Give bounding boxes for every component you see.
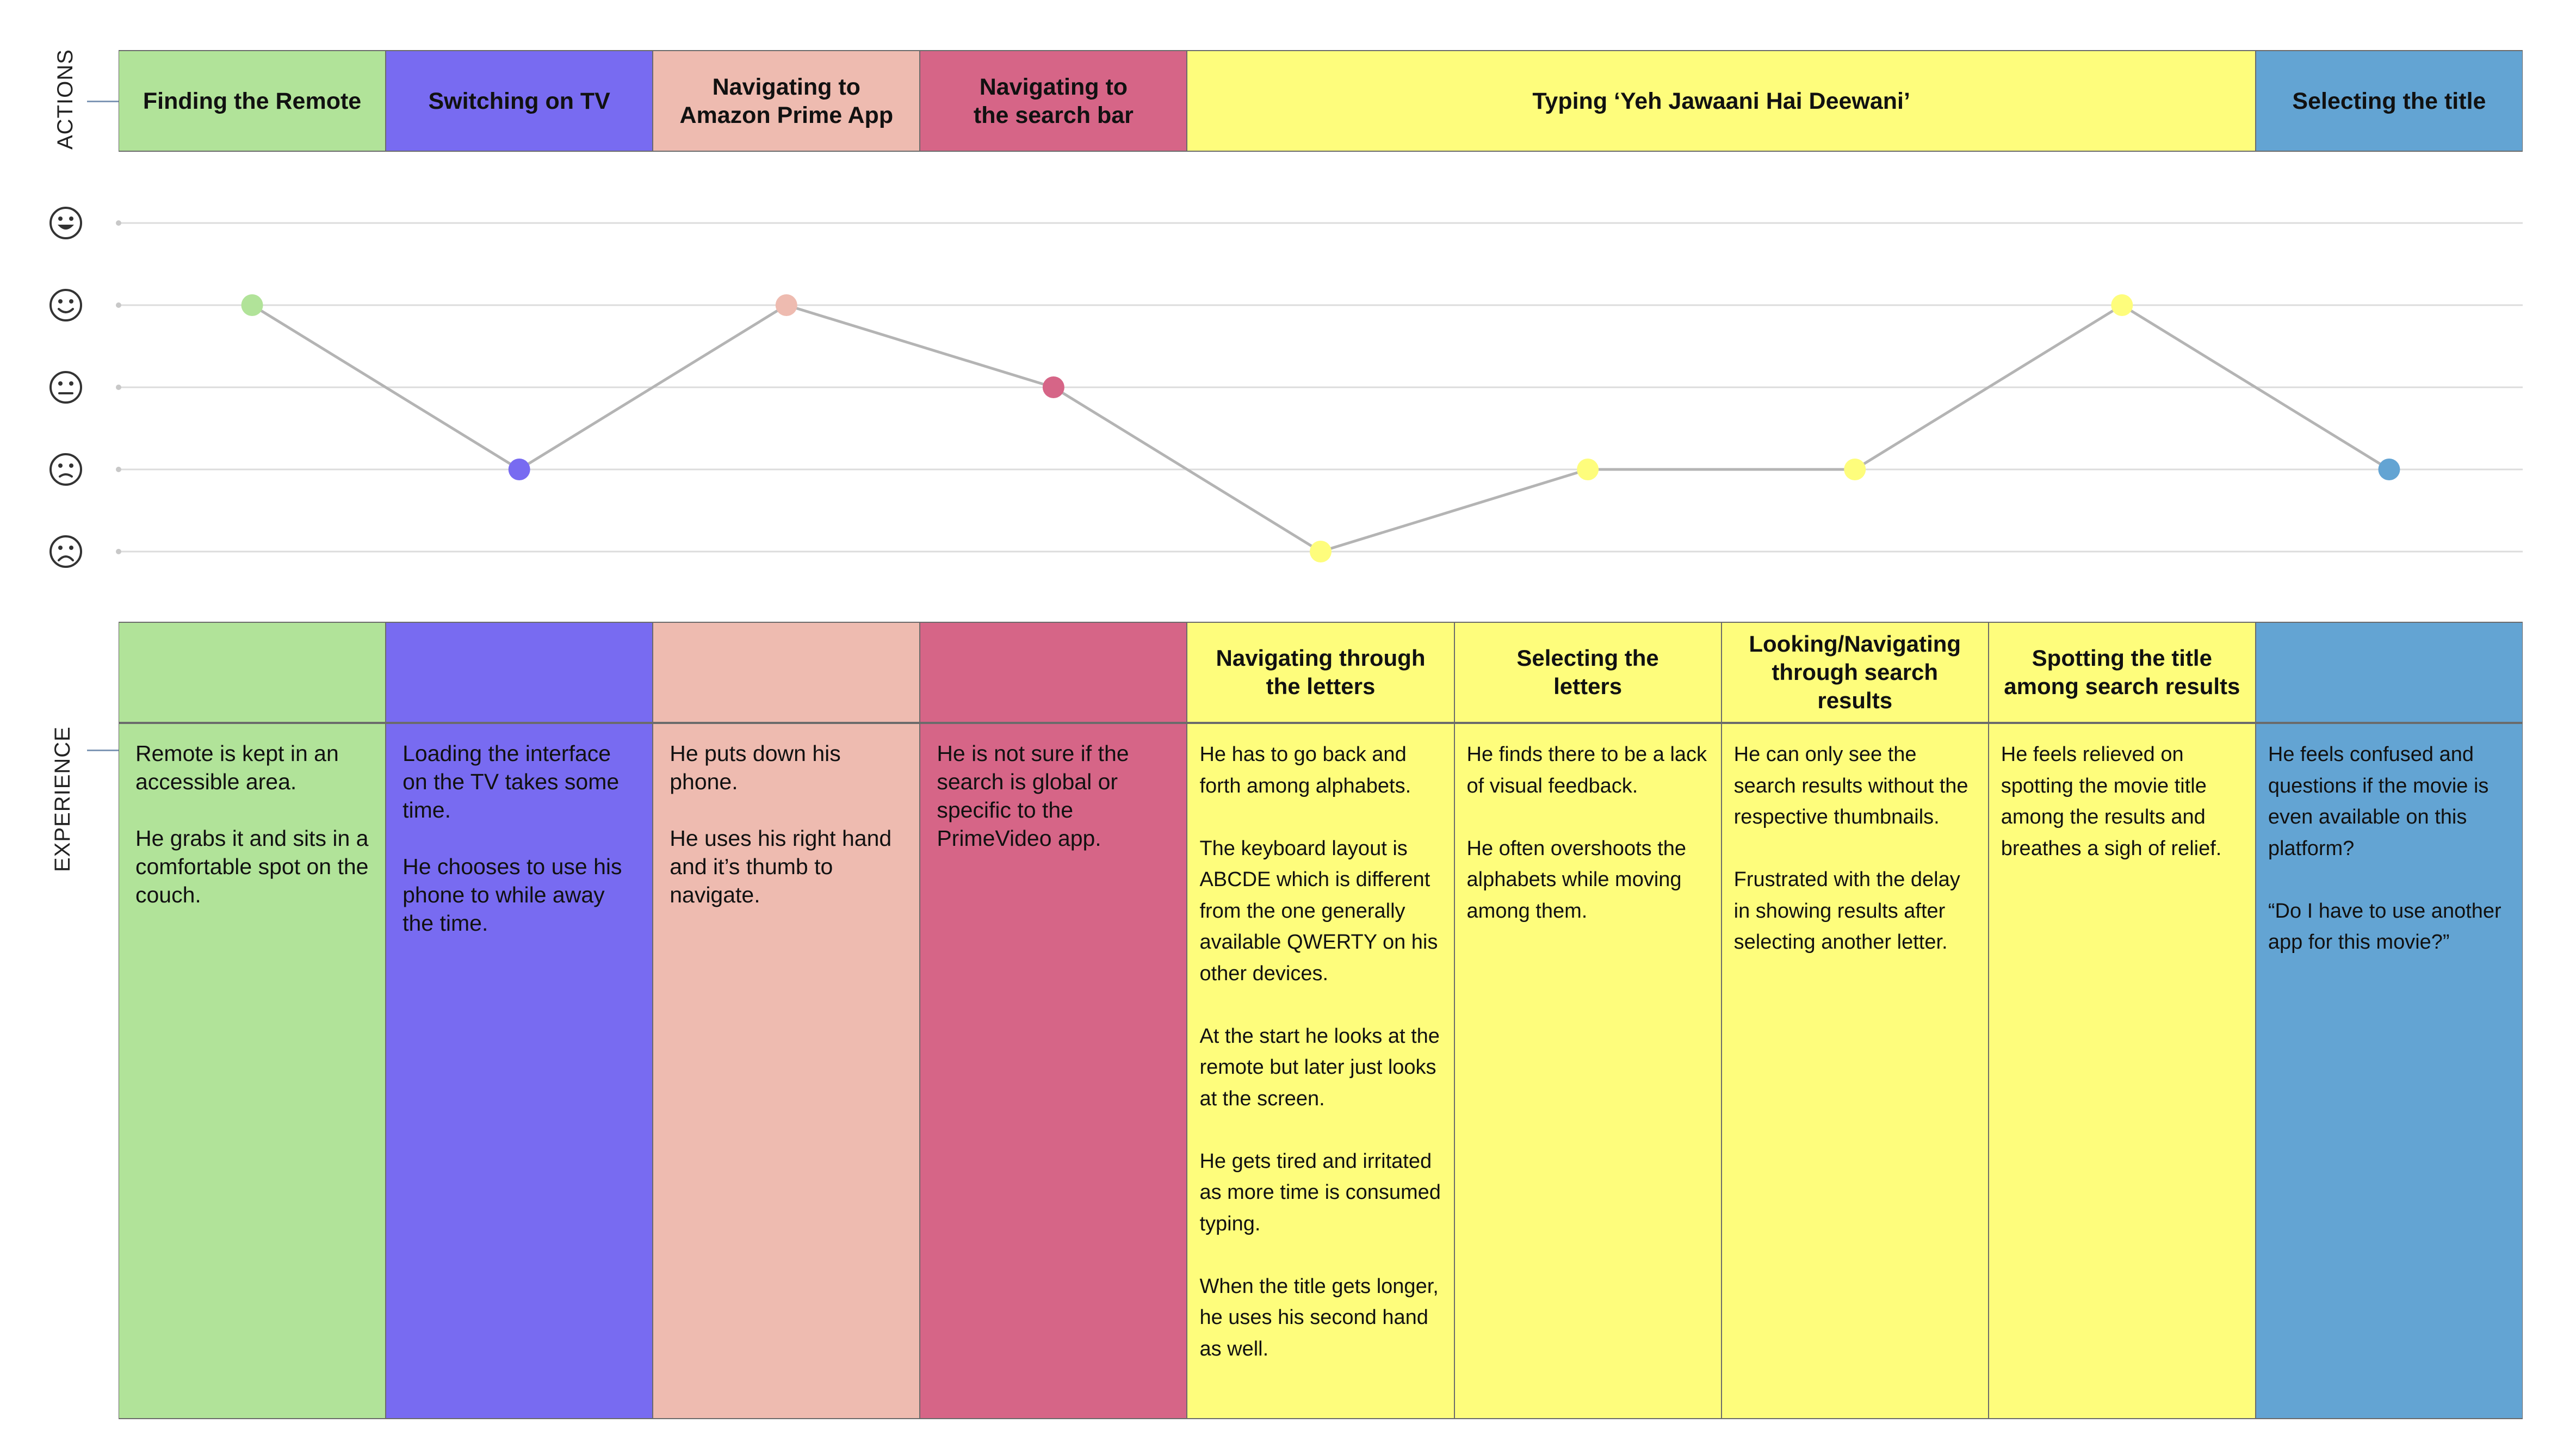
experience-body-row: Remote is kept in an accessible area. He…: [119, 723, 2523, 1419]
experience-note: He can only see the search results witho…: [1721, 723, 1989, 1419]
experience-header: [653, 622, 920, 723]
action-step: Typing ‘Yeh Jawaani Hai Deewani’: [1187, 50, 2256, 152]
experience-connector: [87, 750, 119, 751]
emotion-point: [241, 294, 263, 316]
very-happy-face-icon: [49, 207, 82, 239]
grid-tick: [116, 302, 121, 308]
experience-header: [119, 622, 386, 723]
grid-tick: [116, 467, 121, 472]
experience-note: Loading the interface on the TV takes so…: [386, 723, 653, 1419]
actions-row-label: ACTIONS: [53, 49, 77, 150]
emotion-point: [775, 294, 797, 316]
emotion-point: [1042, 376, 1064, 398]
emotion-point: [2378, 459, 2400, 480]
experience-row-label: EXPERIENCE: [51, 726, 75, 872]
experience-header: [2255, 622, 2523, 723]
emotion-chart-svg: [116, 220, 2523, 562]
experience-header: Selecting the letters: [1454, 622, 1722, 723]
emotion-point: [508, 459, 530, 480]
experience-note: He has to go back and forth among alphab…: [1187, 723, 1454, 1419]
action-step: Selecting the title: [2255, 50, 2523, 152]
action-step: Switching on TV: [386, 50, 653, 152]
emotion-point: [1844, 459, 1866, 480]
very-sad-face-icon: [49, 535, 82, 568]
action-step: Navigating to Amazon Prime App: [653, 50, 920, 152]
experience-header: [920, 622, 1187, 723]
experience-note: He feels relieved on spotting the movie …: [1988, 723, 2256, 1419]
action-step: Finding the Remote: [119, 50, 386, 152]
emotion-chart: [0, 180, 2576, 582]
experience-note: He is not sure if the search is global o…: [920, 723, 1187, 1419]
grid-tick: [116, 220, 121, 226]
emotion-point: [1310, 541, 1332, 562]
grid-tick: [116, 549, 121, 554]
experience-note: He finds there to be a lack of visual fe…: [1454, 723, 1722, 1419]
neutral-face-icon: [49, 371, 82, 404]
sad-face-icon: [49, 453, 82, 486]
emotion-point: [1577, 459, 1599, 480]
experience-note: Remote is kept in an accessible area. He…: [119, 723, 386, 1419]
action-step: Navigating to the search bar: [920, 50, 1187, 152]
actions-connector: [87, 101, 119, 102]
experience-note: He puts down his phone. He uses his righ…: [653, 723, 920, 1419]
experience-header: Looking/Navigating through search result…: [1721, 622, 1989, 723]
experience-header: Navigating through the letters: [1187, 622, 1454, 723]
experience-header: [386, 622, 653, 723]
emotion-line: [251, 304, 2390, 553]
emotion-point: [2111, 294, 2133, 316]
experience-note: He feels confused and questions if the m…: [2255, 723, 2523, 1419]
grid-tick: [116, 385, 121, 390]
experience-header: Spotting the title among search results: [1988, 622, 2256, 723]
happy-face-icon: [49, 289, 82, 321]
